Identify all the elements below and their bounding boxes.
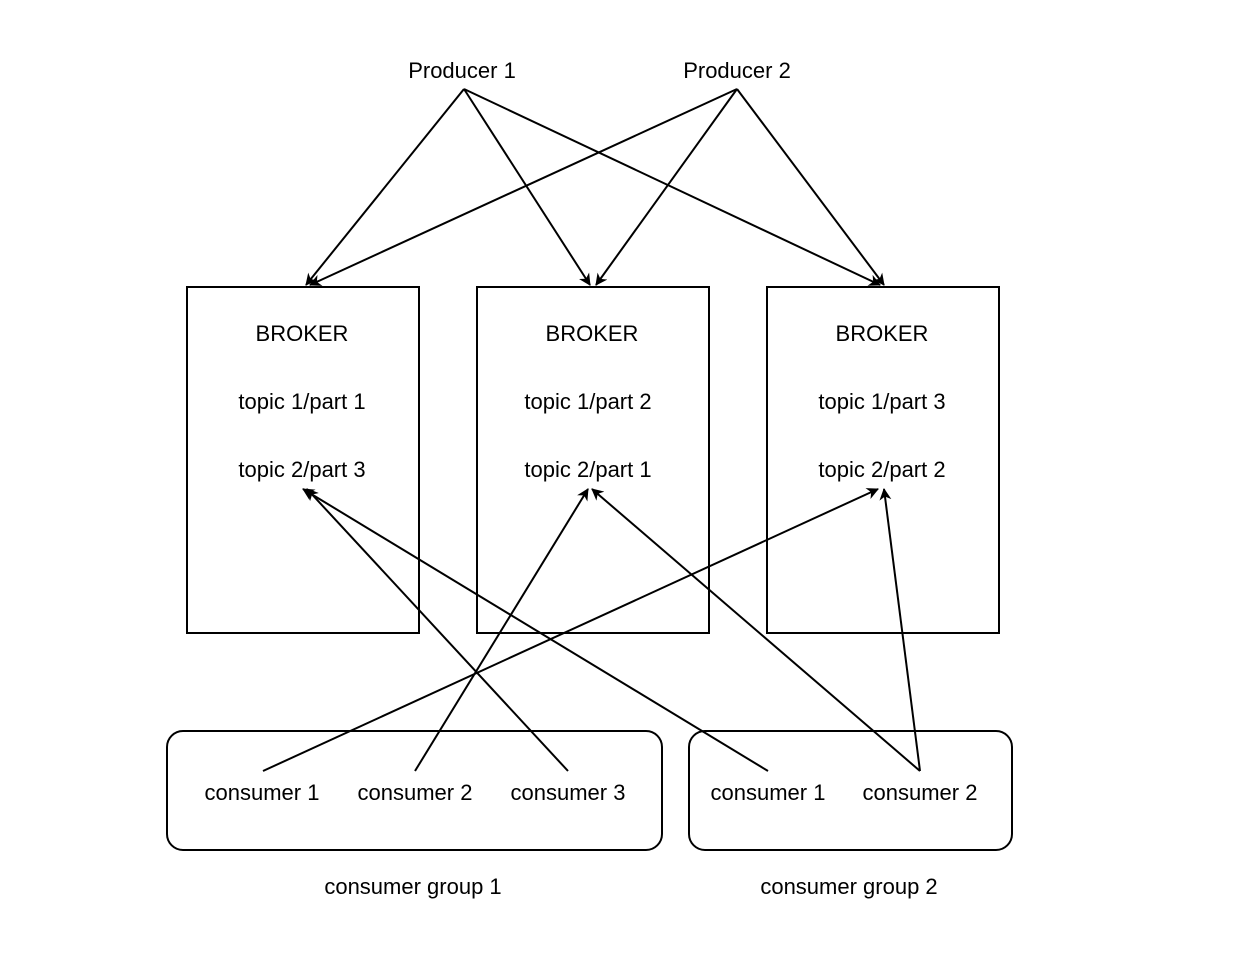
consumer-to-partition-arrow: [302, 488, 769, 772]
broker-box: [476, 286, 710, 634]
producer-node: Producer 1: [408, 58, 516, 83]
consumer-group-label: consumer group 1: [324, 874, 501, 899]
producer-edges: [305, 88, 885, 286]
broker-node: BROKER topic 1/part 1 topic 2/part 3: [186, 286, 420, 634]
consumer-label: consumer 2: [863, 780, 978, 805]
broker-node: BROKER topic 1/part 2 topic 2/part 1: [476, 286, 710, 634]
broker-node: BROKER topic 1/part 3 topic 2/part 2: [766, 286, 1000, 634]
consumer-to-partition-arrow: [262, 488, 879, 772]
producer-to-broker-arrow: [305, 88, 465, 286]
consumer-to-partition-arrow: [414, 488, 589, 772]
consumer-group: consumer 1 consumer 2 consumer group 2: [688, 730, 1013, 899]
broker-title: BROKER: [256, 321, 349, 346]
consumer-group: consumer 1 consumer 2 consumer 3 consume…: [166, 730, 663, 899]
consumer-to-partition-arrow: [306, 488, 569, 772]
broker-partition-label: topic 1/part 2: [524, 389, 651, 414]
broker-partition-label: topic 1/part 1: [238, 389, 365, 414]
producer-label: Producer 1: [408, 58, 516, 83]
consumer-label: consumer 2: [358, 780, 473, 805]
consumer-label: consumer 3: [511, 780, 626, 805]
broker-box: [186, 286, 420, 634]
producer-node: Producer 2: [683, 58, 791, 83]
broker-box: [766, 286, 1000, 634]
producer-to-broker-arrow: [463, 88, 591, 286]
producer-to-broker-arrow: [595, 88, 738, 286]
broker-partition-label: topic 2/part 3: [238, 457, 365, 482]
consumer-label: consumer 1: [711, 780, 826, 805]
broker-partition-label: topic 2/part 1: [524, 457, 651, 482]
consumer-group-box: [166, 730, 663, 851]
producer-to-broker-arrow: [736, 88, 885, 286]
consumer-edges: [262, 488, 921, 772]
consumer-label: consumer 1: [205, 780, 320, 805]
producer-label: Producer 2: [683, 58, 791, 83]
consumer-to-partition-arrow: [879, 488, 921, 772]
consumer-group-label: consumer group 2: [760, 874, 937, 899]
producer-to-broker-arrow: [309, 88, 738, 286]
consumer-group-box: [688, 730, 1013, 851]
broker-partition-label: topic 1/part 3: [818, 389, 945, 414]
broker-title: BROKER: [546, 321, 639, 346]
broker-title: BROKER: [836, 321, 929, 346]
producer-to-broker-arrow: [463, 88, 881, 286]
broker-partition-label: topic 2/part 2: [818, 457, 945, 482]
consumer-to-partition-arrow: [591, 488, 921, 772]
